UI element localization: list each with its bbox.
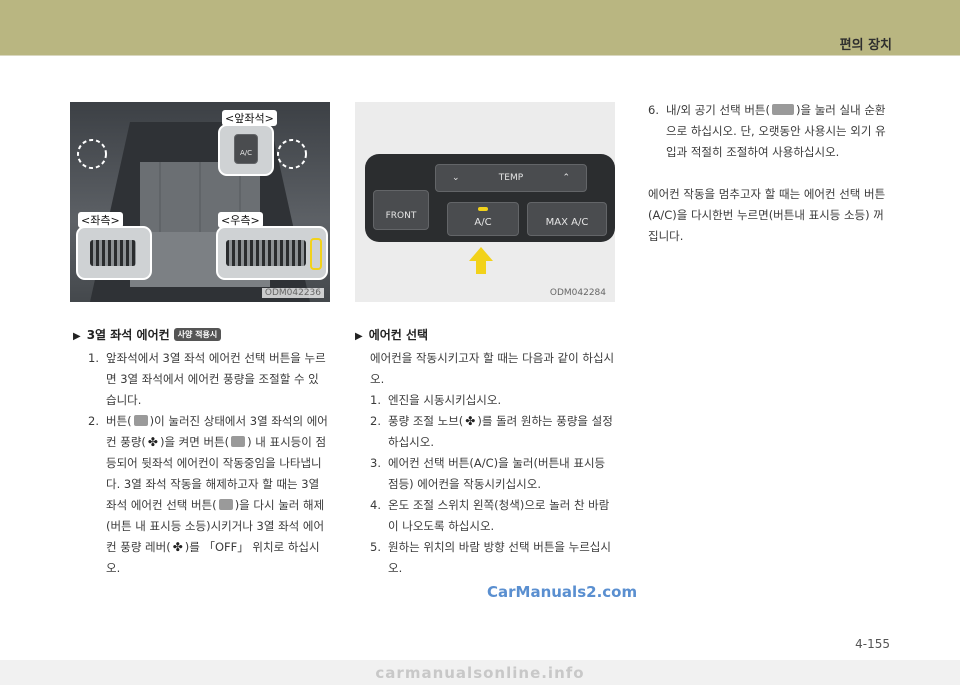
figure-code-right: ODM042284	[549, 288, 606, 298]
temp-down-icon: ⌄	[452, 173, 460, 183]
page-header: 편의 장치	[0, 0, 960, 55]
rear-ac-item-2: 2. 버튼()이 눌러진 상태에서 3열 좌석의 에어컨 풍량(✤)을 켜면 버…	[88, 414, 328, 575]
fan-knob-icon: ✤	[465, 414, 476, 428]
rear-ac-button-icon	[133, 415, 148, 426]
rear-ac-button: A/C	[234, 134, 258, 164]
watermark: CarManuals2.com	[487, 583, 638, 601]
fan-icon: ✤	[172, 540, 183, 554]
left-vent	[90, 240, 136, 266]
ac-intro: 에어컨을 작동시키고자 할 때는 다음과 같이 하십시오.	[370, 351, 615, 386]
section-bullet-icon: ▶	[73, 331, 81, 342]
section-bullet-icon: ▶	[355, 331, 363, 342]
ac-item-4: 4. 온도 조절 스위치 왼쪽(청색)으로 놀러 찬 바람이 나오도록 하십시오…	[370, 498, 610, 533]
ac-item-5: 5. 원하는 위치의 바람 방향 선택 버튼을 누르십시오.	[370, 540, 611, 575]
recirculation-icon	[771, 104, 794, 115]
ac-button-zoom: A/C	[218, 124, 274, 176]
rear-ac-item-1: 1. 앞좌석에서 3열 좌석 에어컨 선택 버튼을 누르면 3열 좌석에서 에어…	[88, 351, 326, 407]
footer-site: carmanualsonline.info	[375, 664, 585, 682]
ac-item-6: 6. 내/외 공기 선택 버튼()을 눌러 실내 순환으로 하십시오. 단, 오…	[648, 103, 886, 159]
rear-ac-button-icon	[231, 436, 246, 447]
front-seat-callout: <앞좌석>	[222, 110, 277, 126]
ac-item-3: 3. 에어컨 선택 버튼(A/C)을 눌러(버튼내 표시등 점등) 에어컨을 작…	[370, 456, 606, 491]
max-ac-button: MAX A/C	[527, 202, 607, 236]
figure-code-left: ODM042236	[261, 288, 324, 298]
climate-control-panel: ⌄ TEMP ⌃ FRONT A/C MAX A/C	[365, 154, 615, 242]
page-number: 4-155	[855, 637, 890, 651]
right-callout: <우측>	[218, 212, 263, 228]
option-badge: 사양 적용시	[173, 328, 222, 341]
chapter-title: 편의 장치	[839, 38, 892, 53]
temp-up-icon: ⌃	[562, 173, 570, 183]
header-divider	[0, 55, 960, 56]
temp-switch: ⌄ TEMP ⌃	[435, 164, 587, 192]
rear-ac-button-icon	[218, 499, 233, 510]
ac-indicator-icon	[478, 207, 488, 211]
pointer-arrow-icon	[469, 247, 493, 261]
ac-control-figure: ⌄ TEMP ⌃ FRONT A/C MAX A/C ODM042284	[355, 102, 615, 302]
left-vent-zoom	[76, 226, 152, 280]
fan-lever-highlight	[310, 238, 322, 270]
ac-section-title: ▶에어컨 선택	[355, 328, 429, 342]
ac-item-2: 2. 풍량 조절 노브(✤)를 돌려 원하는 풍량을 설정하십시오.	[370, 411, 615, 453]
right-vent-zoom	[216, 226, 328, 280]
front-defrost-button: FRONT	[373, 190, 429, 230]
pointer-arrow-stem	[476, 260, 486, 274]
ac-button: A/C	[447, 202, 519, 236]
footer-band	[0, 660, 960, 685]
ac-item-1: 1. 엔진을 시동시키십시오.	[370, 393, 502, 407]
right-vent	[226, 240, 306, 266]
fan-icon: ✤	[147, 435, 158, 449]
left-callout: <좌측>	[78, 212, 123, 228]
rear-ac-figure: <앞좌석> A/C <좌측> <우측> ODM042236	[70, 102, 330, 302]
ac-stop-text: 에어컨 작동을 멈추고자 할 때는 에어컨 선택 버튼(A/C)을 다시한번 누…	[648, 187, 886, 243]
